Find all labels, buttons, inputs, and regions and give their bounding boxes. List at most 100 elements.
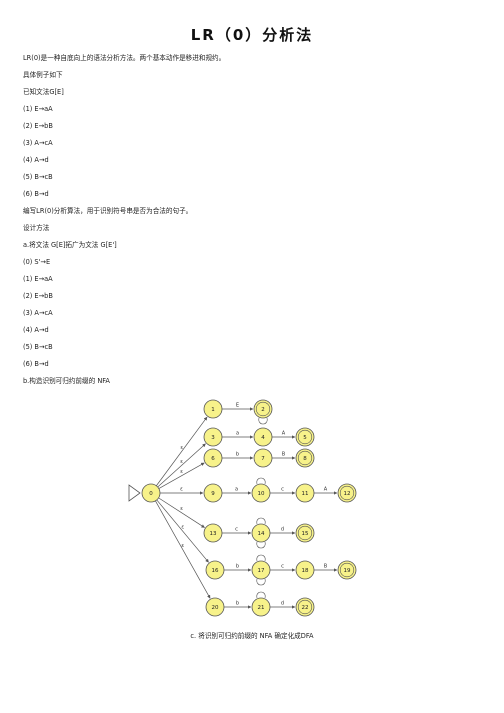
state-2-final-ring (255, 401, 271, 417)
state-12 (337, 483, 357, 503)
state-label-17: 17 (258, 568, 265, 574)
state-label-9: 9 (211, 491, 215, 497)
state-22-final-ring (297, 599, 313, 615)
state-label-4: 4 (261, 435, 265, 441)
transition-label-13-14: c (235, 527, 238, 533)
state-17 (251, 560, 271, 580)
state-label-3: 3 (211, 435, 215, 441)
step-b-text: b.构造识别可归约前缀的 NFA (23, 377, 110, 385)
augmented-production-4: (4) A→d (23, 326, 49, 334)
transition-0-20 (155, 500, 211, 599)
state-label-6: 6 (211, 456, 215, 462)
state-label-5: 5 (303, 435, 307, 441)
state-label-7: 7 (261, 456, 265, 462)
state-16 (205, 560, 225, 580)
state-12-final-ring (339, 485, 355, 501)
state-11 (295, 483, 315, 503)
state-15-final-ring (297, 525, 313, 541)
augmented-production-2: (2) E→bB (23, 292, 53, 300)
transition-label-3-4: a (236, 431, 239, 437)
production-4: (4) A→d (23, 156, 49, 164)
state-2 (253, 399, 273, 419)
augmented-production-0: (0) S'→E (23, 258, 51, 266)
production-2: (2) E→bB (23, 122, 53, 130)
state-6 (203, 448, 223, 468)
augmented-production-6: (6) B→d (23, 360, 49, 368)
loop-mark-2-0 (258, 417, 268, 425)
production-1: (1) E→aA (23, 105, 53, 113)
state-label-18: 18 (302, 568, 309, 574)
state-9 (203, 483, 223, 503)
transition-label-0-9: ε (180, 487, 183, 493)
state-label-1: 1 (211, 407, 215, 413)
transition-label-0-20: ε (181, 543, 184, 549)
transition-label-21-22: d (281, 601, 284, 607)
state-18 (295, 560, 315, 580)
transition-label-11-12: A (324, 487, 328, 493)
state-label-0: 0 (149, 491, 153, 497)
augmented-production-5: (5) B→cB (23, 343, 53, 351)
transition-label-9-10: a (235, 487, 238, 493)
state-label-20: 20 (212, 605, 219, 611)
state-label-16: 16 (212, 568, 219, 574)
transition-0-13 (158, 497, 205, 528)
transition-label-14-15: d (281, 527, 284, 533)
state-label-8: 8 (303, 456, 307, 462)
step-a-text: a.将文法 G[E]拓广为文法 G[E'] (23, 241, 117, 249)
state-5 (295, 427, 315, 447)
state-label-13: 13 (210, 531, 217, 537)
state-13 (203, 523, 223, 543)
state-label-12: 12 (344, 491, 351, 497)
transition-label-0-1: ε (180, 445, 183, 451)
state-5-final-ring (297, 429, 313, 445)
state-label-11: 11 (302, 491, 309, 497)
example-heading: 具体例子如下 (23, 71, 63, 79)
state-8-final-ring (297, 450, 313, 466)
state-21 (251, 597, 271, 617)
transition-label-18-19: B (324, 564, 328, 570)
page-title: LR（0）分析法 (190, 26, 314, 44)
state-label-19: 19 (344, 568, 351, 574)
state-19 (337, 560, 357, 580)
state-0 (141, 483, 161, 503)
grammar-heading: 已知文法G[E] (23, 88, 64, 96)
state-8 (295, 448, 315, 468)
transition-label-0-6: ε (180, 469, 183, 475)
state-19-final-ring (339, 562, 355, 578)
state-1 (203, 399, 223, 419)
transition-label-0-3: ε (180, 459, 183, 465)
loop-mark-14-2 (256, 517, 266, 525)
transition-label-4-5: A (282, 431, 286, 437)
loop-mark-14-5 (256, 541, 266, 549)
loop-mark-17-6 (256, 578, 266, 586)
state-10 (251, 483, 271, 503)
state-label-22: 22 (302, 605, 309, 611)
task-text: 编写LR(0)分析算法，用于识别符号串是否为合法的句子。 (23, 207, 193, 215)
state-22 (295, 597, 315, 617)
state-7 (253, 448, 273, 468)
state-3 (203, 427, 223, 447)
transition-label-1-2: E (236, 403, 239, 409)
augmented-production-3: (3) A→cA (23, 309, 53, 317)
design-heading: 设计方法 (23, 224, 50, 232)
state-label-2: 2 (261, 407, 265, 413)
loop-mark-10-1 (256, 477, 266, 485)
production-5: (5) B→cB (23, 173, 53, 181)
state-label-15: 15 (302, 531, 309, 537)
state-4 (253, 427, 273, 447)
state-label-14: 14 (258, 531, 265, 537)
production-6: (6) B→d (23, 190, 49, 198)
transition-label-0-16: ε (181, 525, 184, 531)
transition-0-6 (158, 462, 205, 489)
transition-0-1 (156, 416, 208, 486)
intro-text: LR(0)是一种自底向上的语法分析方法。两个基本动作是移进和规约。 (23, 54, 226, 62)
state-14 (251, 523, 271, 543)
state-20 (205, 597, 225, 617)
transition-label-7-8: B (282, 452, 286, 458)
transition-0-3 (157, 443, 206, 488)
loop-mark-21-4 (256, 591, 266, 599)
state-15 (295, 523, 315, 543)
transition-label-20-21: b (236, 601, 239, 607)
transition-label-0-13: ε (180, 506, 183, 512)
